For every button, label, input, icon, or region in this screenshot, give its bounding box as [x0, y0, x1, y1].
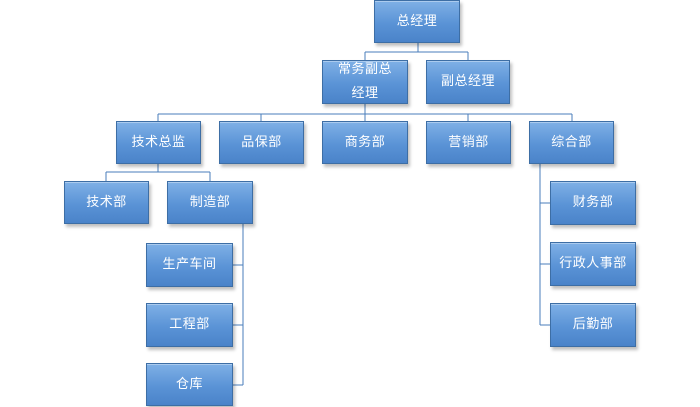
- node-logistics-dept[interactable]: 后勤部: [550, 303, 636, 347]
- node-marketing-dept[interactable]: 营销部: [426, 121, 511, 164]
- node-logistics-dept-label: 后勤部: [572, 317, 614, 332]
- node-admin-hr-dept-label: 行政人事部: [559, 256, 627, 271]
- node-production-workshop-label: 生产车间: [162, 257, 217, 272]
- node-vp[interactable]: 副总经理: [426, 60, 510, 104]
- node-manufacturing-dept[interactable]: 制造部: [167, 181, 253, 224]
- node-warehouse-label: 仓库: [175, 376, 203, 392]
- node-manufacturing-dept-label: 制造部: [189, 194, 231, 210]
- node-engineering-dept-label: 工程部: [169, 317, 210, 332]
- node-quality-dept-label: 品保部: [241, 134, 282, 150]
- node-tech-dept[interactable]: 技术部: [64, 181, 149, 224]
- node-ceo[interactable]: 总经理: [374, 0, 460, 43]
- node-finance-dept-label: 财务部: [572, 195, 614, 210]
- node-commerce-dept-label: 商务部: [344, 134, 386, 150]
- node-finance-dept[interactable]: 财务部: [550, 181, 636, 225]
- node-general-dept[interactable]: 综合部: [529, 121, 614, 164]
- node-ceo-label: 总经理: [396, 13, 438, 29]
- node-vp-label: 副总经理: [440, 74, 495, 89]
- node-commerce-dept[interactable]: 商务部: [322, 121, 408, 164]
- node-executive-vp[interactable]: 常务副总经理: [322, 60, 408, 104]
- node-cto-label: 技术总监: [131, 134, 186, 150]
- node-warehouse[interactable]: 仓库: [146, 363, 233, 406]
- node-production-workshop[interactable]: 生产车间: [146, 243, 233, 287]
- node-executive-vp-label: 常务副总经理: [337, 62, 392, 101]
- node-tech-dept-label: 技术部: [86, 194, 127, 210]
- node-quality-dept[interactable]: 品保部: [219, 121, 304, 164]
- node-admin-hr-dept[interactable]: 行政人事部: [550, 242, 636, 286]
- node-engineering-dept[interactable]: 工程部: [146, 303, 233, 347]
- node-cto[interactable]: 技术总监: [116, 121, 201, 164]
- node-marketing-dept-label: 营销部: [448, 134, 489, 150]
- node-general-dept-label: 综合部: [551, 134, 592, 150]
